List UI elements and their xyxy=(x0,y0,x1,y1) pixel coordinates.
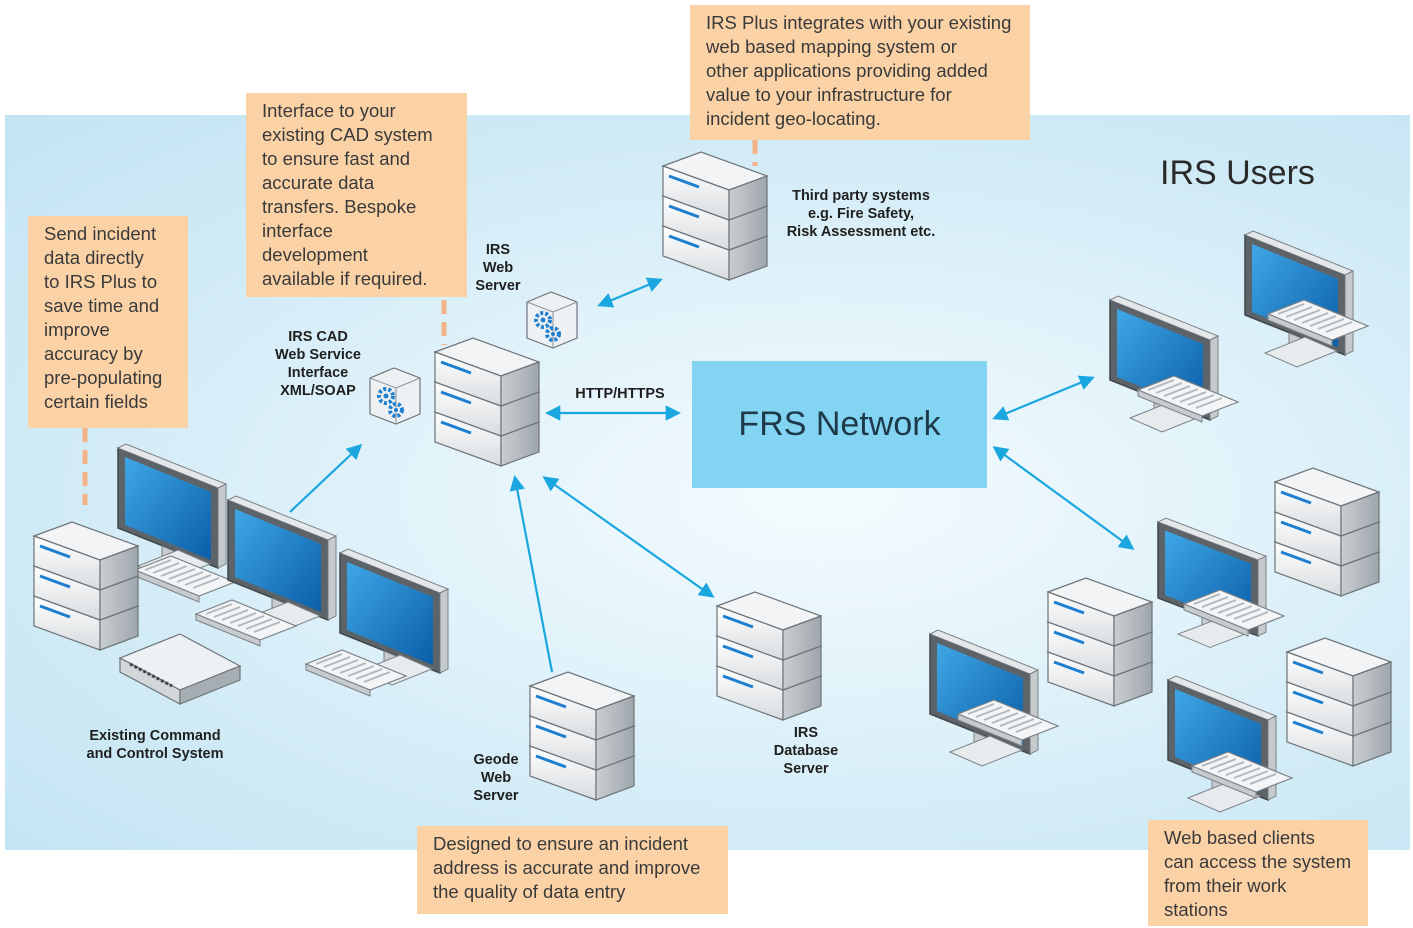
monitor-icon xyxy=(1167,675,1277,813)
existing-system-label: Existing Command and Control System xyxy=(86,728,224,762)
geode-server-icon xyxy=(530,672,634,800)
web-server-gear-icon xyxy=(525,290,579,350)
irs-web-server-icon xyxy=(435,338,539,466)
frs-network-label: FRS Network xyxy=(738,405,941,443)
third-party-label: Third party systems e.g. Fire Safety, Ri… xyxy=(786,188,936,240)
cad-interface-gear-icon xyxy=(368,366,422,426)
irs-users-title: IRS Users xyxy=(1160,154,1315,192)
server-icon xyxy=(1275,468,1379,596)
cad-interface-label: IRS CAD Web Service Interface XML/SOAP xyxy=(275,329,361,399)
arrow-network-users-top xyxy=(992,375,1095,421)
frs-network-box: FRS Network xyxy=(692,361,987,488)
arrow-geode-to-webserver xyxy=(509,474,554,673)
irs-users-cluster xyxy=(929,230,1391,813)
arrow-network-users-bottom xyxy=(992,446,1135,550)
note-irs-plus-integrates: IRS Plus integrates with your existing w… xyxy=(690,5,1030,140)
server-icon xyxy=(1287,638,1391,766)
arrow-webserver-database xyxy=(542,476,715,598)
protocol-label: HTTP/HTTPS xyxy=(575,386,665,402)
note-geode-designed: Designed to ensure an incident address i… xyxy=(417,826,728,914)
server-icon xyxy=(34,522,138,650)
arrow-webserver-thirdparty xyxy=(597,277,663,308)
existing-system-cluster xyxy=(34,443,449,705)
database-server-label: IRS Database Server xyxy=(773,725,839,777)
note-web-clients: Web based clients can access the system … xyxy=(1148,820,1368,926)
geode-server-label: Geode Web Server xyxy=(473,752,519,804)
database-server-icon xyxy=(717,592,821,720)
monitor-icon xyxy=(1244,230,1354,368)
web-server-label: IRS Web Server xyxy=(475,242,521,294)
network-switch-icon xyxy=(118,633,242,705)
note-send-incident: Send incident data directly to IRS Plus … xyxy=(28,216,188,428)
third-party-server-icon xyxy=(663,152,767,280)
server-icon xyxy=(1048,578,1152,706)
connection-arrows xyxy=(289,277,1135,673)
dashed-connectors xyxy=(82,140,758,505)
note-cad-interface: Interface to your existing CAD system to… xyxy=(246,93,467,297)
arrow-existing-to-cad xyxy=(289,443,363,513)
